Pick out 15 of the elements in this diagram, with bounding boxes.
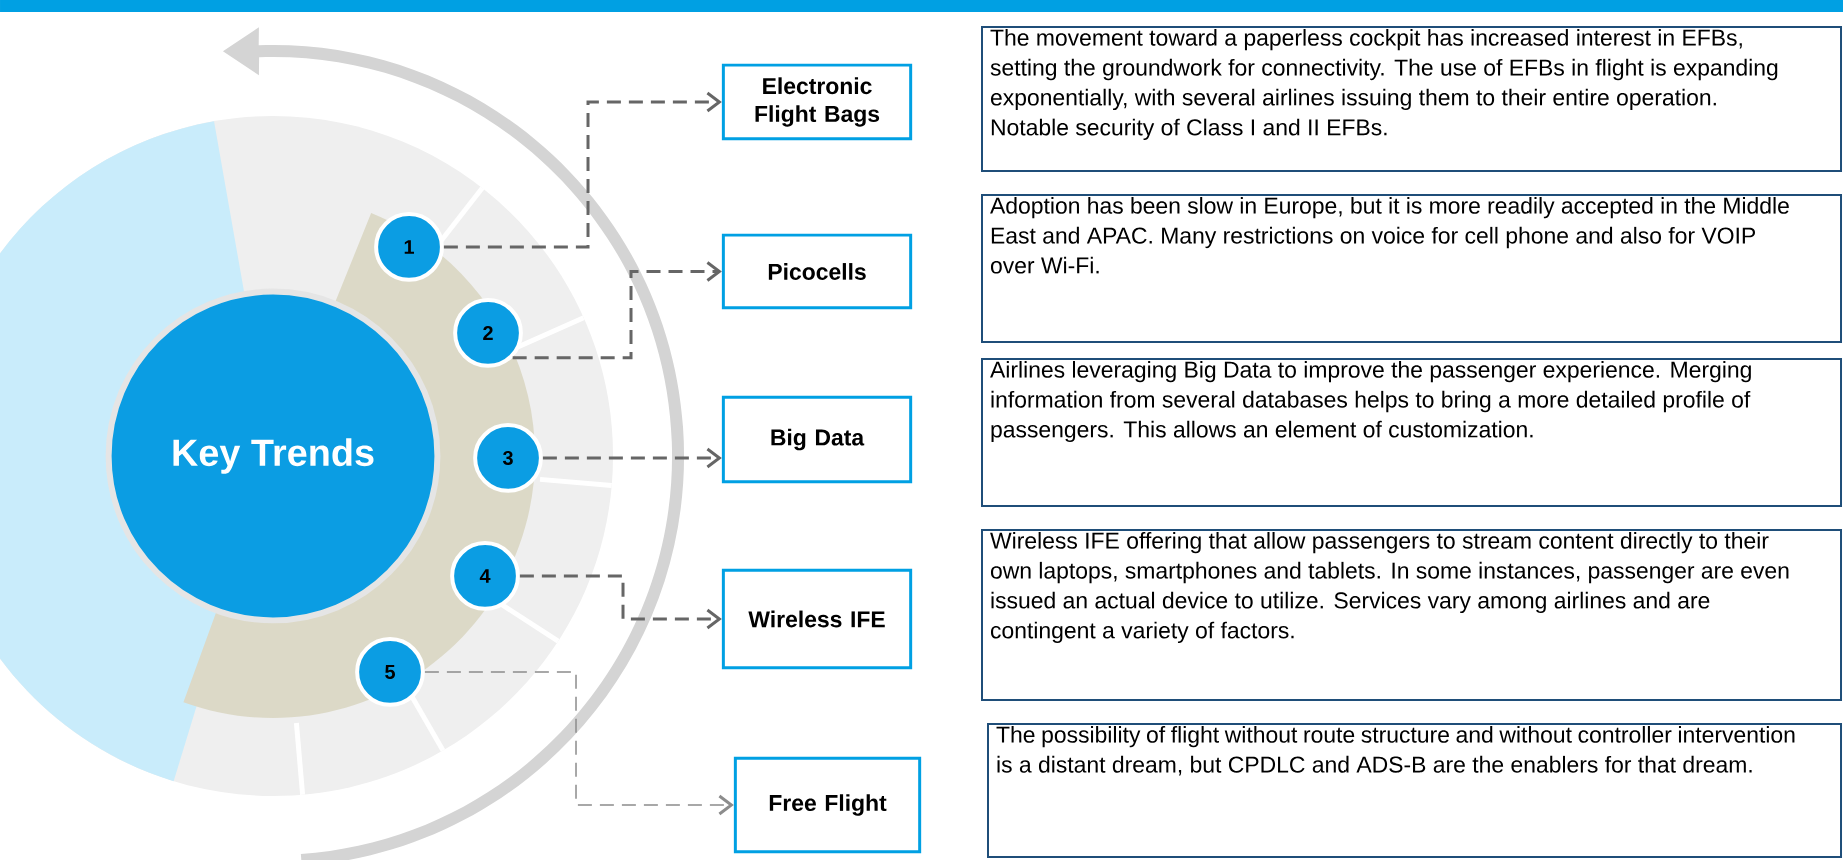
trend-box: Electronic Flight Bags [721,63,913,141]
description-box: Airlines leveraging Big Data to improve the passenger experience. Merging information from several databases helps to bring a more detailed profile of passengers. This allows an element of customization. [981,358,1842,507]
trend-box: Picocells [721,233,913,310]
description-box: Adoption has been slow in Europe, but it is more readily accepted in the Middle East and APAC. Many restrictions on voice for cell phone and also for VOIP over Wi-Fi. [981,194,1842,343]
arrow [443,91,722,249]
arrow [424,671,734,816]
description-box: The movement toward a paperless cockpit has increased interest in EFBs, setting the groundwork for connectivity. The use of EFBs in flight is expanding exponentially, with several airlines issuing them to their entire operation. Notable security of Class I and II EFBs. [981,26,1842,172]
arrow [512,261,722,360]
trend-box: Big Data [721,395,913,484]
description-box: Wireless IFE offering that allow passengers to stream content directly to their own laptops, smartphones and tablets. In some instances, passenger are even issued an actual device to utilize. Services vary among airlines and are contingent a variety of factors. [981,529,1842,701]
trend-box: Free Flight [733,756,922,854]
description-box: The possibility of flight without route structure and without controller intervention is a distant dream, but CPDLC and ADS-B are the enablers for that dream. [987,723,1842,858]
arrow [542,447,722,469]
trend-box: Wireless IFE [721,568,913,670]
arrow [519,574,722,630]
